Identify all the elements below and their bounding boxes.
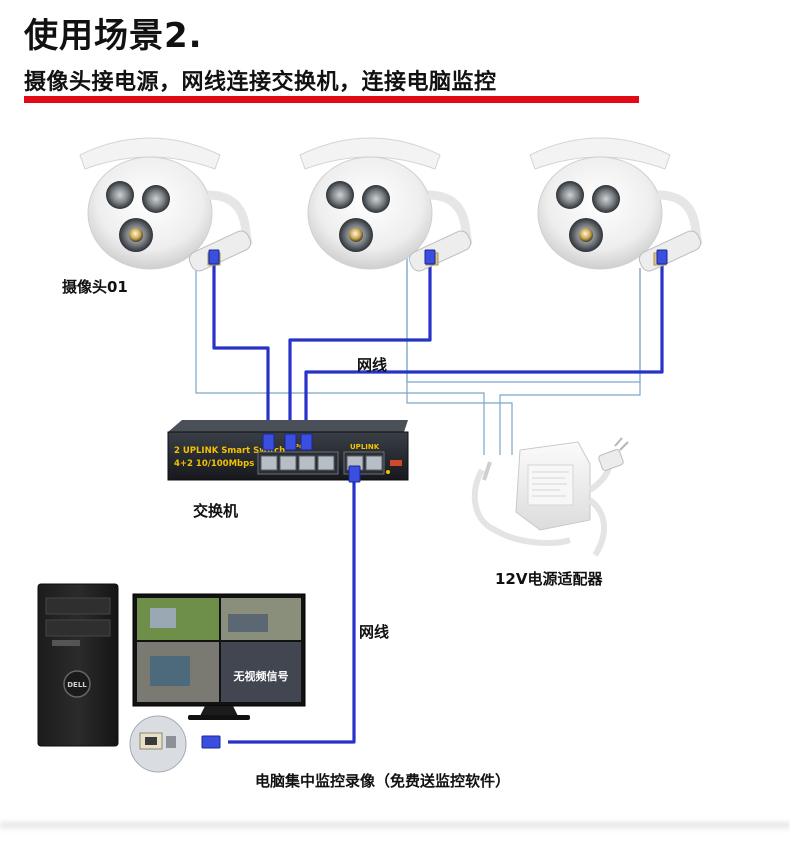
page-subtitle: 摄像头接电源，网线连接交换机，连接电脑监控 bbox=[24, 70, 497, 95]
switch-label-line1: 2 UPLINK Smart Switch bbox=[174, 446, 285, 456]
rj45-plug-pc bbox=[201, 735, 221, 749]
pc-brand-logo: DELL bbox=[67, 681, 87, 689]
rj45-plugs-cameras bbox=[208, 249, 668, 265]
computer-monitoring-label: 电脑集中监控录像（免费送监控软件） bbox=[255, 772, 511, 790]
network-cable-label-bottom: 网线 bbox=[359, 623, 390, 641]
camera-01 bbox=[79, 137, 253, 272]
monitor: 无视频信号 bbox=[132, 593, 306, 720]
monitor-no-signal-text: 无视频信号 bbox=[233, 669, 289, 683]
camera-label: 摄像头01 bbox=[62, 278, 128, 296]
power-adapter bbox=[471, 437, 629, 557]
pc-tower: DELL bbox=[37, 583, 119, 747]
switch-label-line2: 4+2 10/100Mbps bbox=[174, 459, 254, 469]
network-cables bbox=[212, 262, 664, 744]
switch-label: 交换机 bbox=[193, 502, 239, 520]
network-port-closeup bbox=[129, 715, 187, 773]
power-lines bbox=[195, 258, 641, 455]
network-cable-label-top: 网线 bbox=[357, 356, 388, 374]
switch-uplink-label: UPLINK bbox=[350, 443, 380, 451]
bottom-shadow bbox=[0, 822, 790, 832]
rj45-plugs-switch bbox=[262, 433, 361, 483]
camera-03 bbox=[529, 137, 703, 272]
power-adapter-label: 12V电源适配器 bbox=[495, 570, 603, 588]
camera-02 bbox=[299, 137, 473, 272]
page-title: 使用场景2. bbox=[24, 16, 203, 56]
title-underline bbox=[24, 96, 639, 103]
